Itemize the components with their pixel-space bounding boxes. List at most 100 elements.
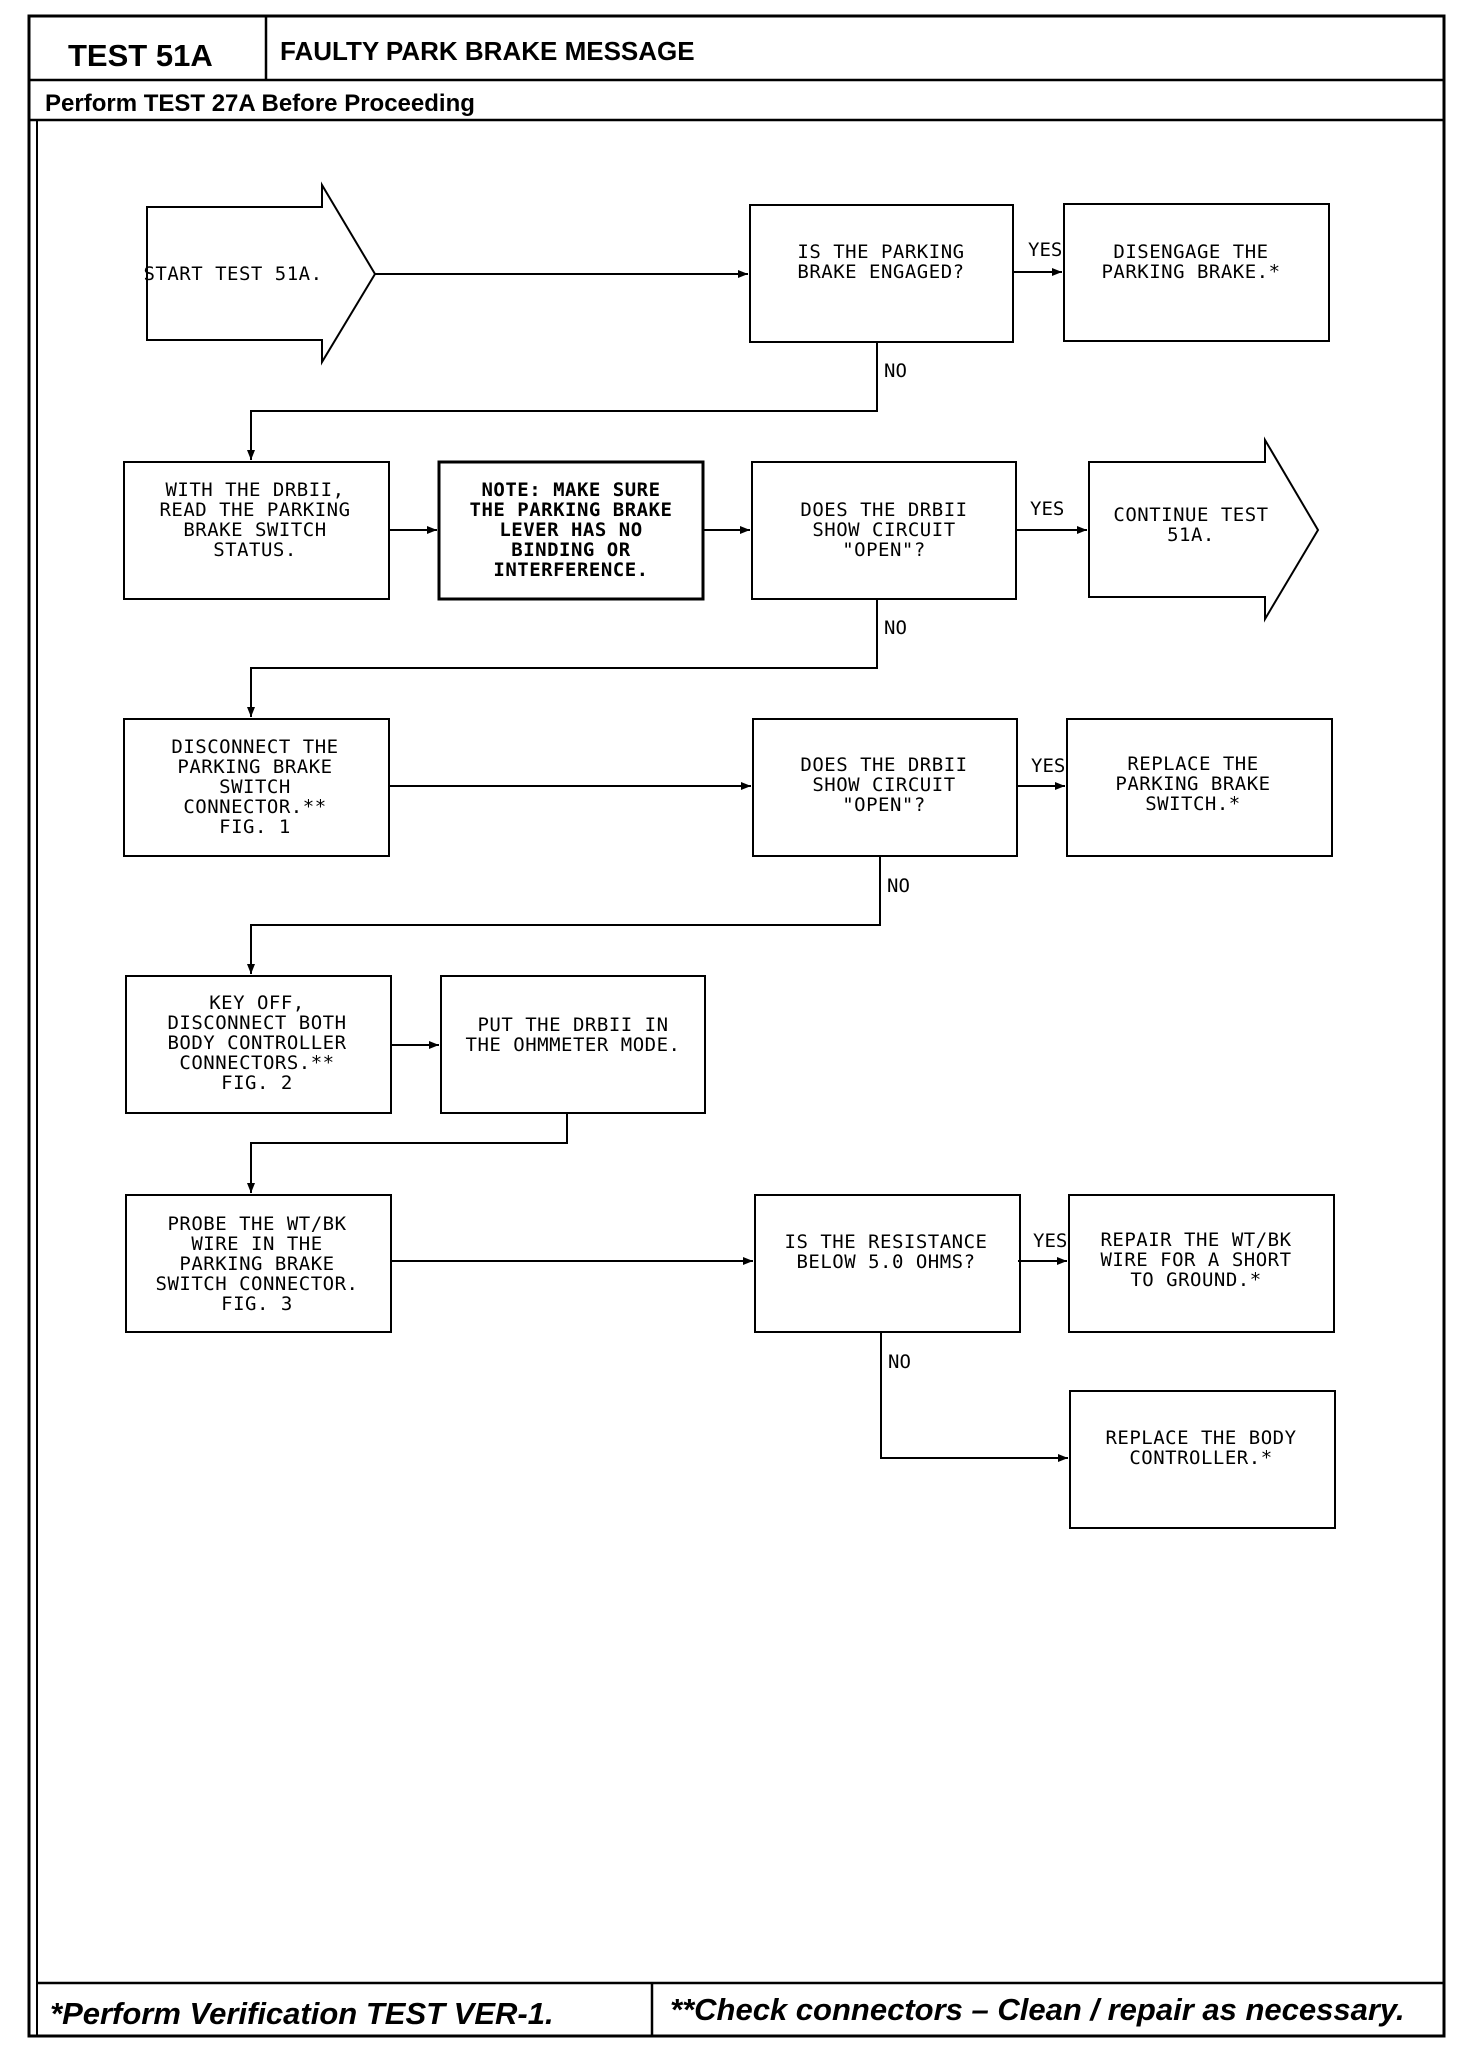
page-frame — [27, 14, 1446, 2038]
node-text-line: REPAIR THE WT/BK — [1100, 1229, 1291, 1251]
start-node: START TEST 51A. — [143, 181, 377, 366]
node-text-line: WIRE IN THE — [191, 1233, 322, 1255]
node-text-line: DISCONNECT THE — [171, 736, 338, 758]
connector-ohm-to-probe — [247, 1113, 568, 1193]
q3-no-label: NO — [887, 875, 910, 897]
action-box — [123, 461, 390, 600]
decision-box — [754, 1194, 1021, 1333]
node-text-line: WIRE FOR A SHORT — [1100, 1249, 1291, 1271]
action-box — [1063, 203, 1330, 342]
node-text-line: PARKING BRAKE — [177, 756, 332, 778]
node-text-line: DOES THE DRBII — [800, 499, 967, 521]
node-text-line: BRAKE SWITCH — [183, 519, 326, 541]
connector-q1-no — [247, 342, 878, 460]
node-text-line: BRAKE ENGAGED? — [797, 261, 964, 283]
connector-q2-no — [247, 599, 878, 717]
node-text-line: SWITCH CONNECTOR. — [156, 1273, 359, 1295]
node-text-line: IS THE RESISTANCE — [785, 1231, 988, 1253]
node-text-line: PARKING BRAKE — [179, 1253, 334, 1275]
node-text-line: CONNECTOR.** — [183, 796, 326, 818]
node-text-line: INTERFERENCE. — [493, 559, 648, 581]
node-text-line: FIG. 1 — [219, 816, 291, 838]
node-text-line: PARKING BRAKE.* — [1101, 261, 1280, 283]
q4-no-label: NO — [888, 1351, 911, 1373]
connectors — [247, 268, 1087, 1462]
decision-box — [752, 718, 1018, 857]
test-id: TEST 51A — [68, 38, 213, 73]
node-text-line: DISCONNECT BOTH — [167, 1012, 346, 1034]
node-text-line: CONNECTORS.** — [179, 1052, 334, 1074]
node-text-line: PROBE THE WT/BK — [167, 1213, 346, 1235]
node-text-line: REPLACE THE BODY — [1105, 1427, 1296, 1449]
node-text-line: 51A. — [1167, 524, 1215, 546]
q3-yes-label: YES — [1031, 755, 1065, 777]
node-text-line: REPLACE THE — [1127, 753, 1258, 775]
node-text-line: CONTROLLER.* — [1129, 1447, 1272, 1469]
node-text-line: READ THE PARKING — [159, 499, 350, 521]
branch-labels: YES NO YES NO YES NO YES NO — [884, 239, 1067, 1373]
node-text-line: PARKING BRAKE — [1115, 773, 1270, 795]
start-arrow-shape — [146, 181, 377, 366]
node-text-line: BODY CONTROLLER — [167, 1032, 346, 1054]
node-text-line: FIG. 3 — [221, 1293, 293, 1315]
connector-q4-no — [880, 1331, 1068, 1462]
node-text-line: THE OHMMETER MODE. — [466, 1034, 681, 1056]
node-text-line: SHOW CIRCUIT — [812, 519, 955, 541]
node-text-line: SHOW CIRCUIT — [812, 774, 955, 796]
node-text-line: CONTINUE TEST — [1113, 504, 1268, 526]
action-box — [123, 718, 390, 857]
node-text-line: FIG. 2 — [221, 1072, 293, 1094]
node-text-line: IS THE PARKING — [797, 241, 964, 263]
node-text-line: PUT THE DRBII IN — [477, 1014, 668, 1036]
node-text-line: "OPEN"? — [842, 794, 926, 816]
node-text-line: SWITCH.* — [1145, 793, 1241, 815]
node-text-line: "OPEN"? — [842, 539, 926, 561]
note-box — [437, 460, 705, 601]
node-text-line: DISENGAGE THE — [1113, 241, 1268, 263]
node-text-line: WITH THE DRBII, — [165, 479, 344, 501]
q1-no-label: NO — [884, 360, 907, 382]
node-text-line: TO GROUND.* — [1130, 1269, 1261, 1291]
q4-yes-label: YES — [1033, 1230, 1067, 1252]
node-text-line: START TEST 51A. — [143, 263, 322, 285]
q1-yes-label: YES — [1028, 239, 1062, 261]
node-text-line: DOES THE DRBII — [800, 754, 967, 776]
page-subtitle: Perform TEST 27A Before Proceeding — [45, 90, 475, 117]
node-text-line: THE PARKING BRAKE — [470, 499, 673, 521]
action-box — [1068, 1194, 1335, 1333]
q2-yes-label: YES — [1030, 498, 1064, 520]
q2-no-label: NO — [884, 617, 907, 639]
action-box — [125, 975, 392, 1114]
node-text-line: BINDING OR — [511, 539, 630, 561]
action-box — [1069, 1390, 1336, 1529]
action-box — [1066, 718, 1333, 857]
page-title: FAULTY PARK BRAKE MESSAGE — [280, 36, 695, 66]
